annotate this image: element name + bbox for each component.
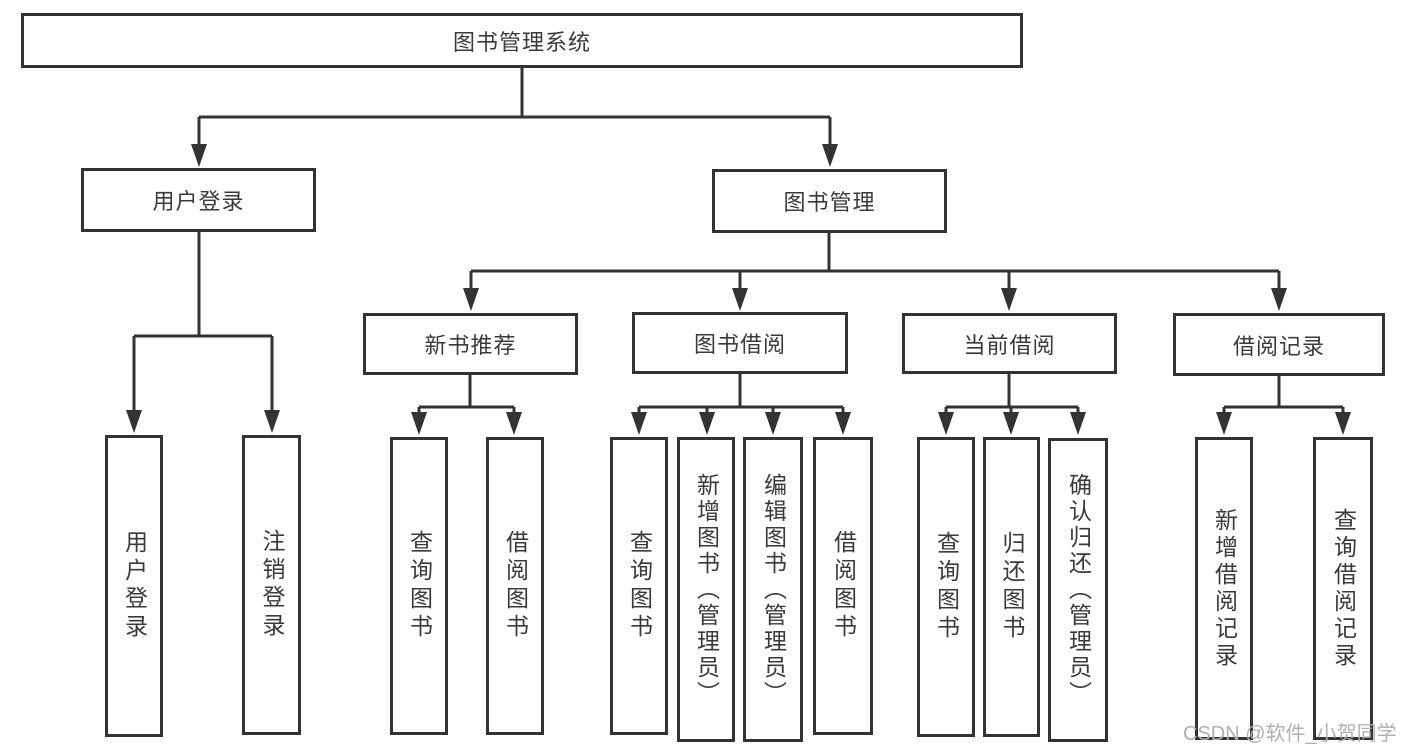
leaf-logout: 注销登录 (242, 435, 301, 735)
leaf-query-book-current: 查询图书 (917, 437, 975, 737)
leaf-edit-book-admin: 编辑图书（管理员） (743, 437, 803, 742)
leaf-borrow-book-recommend: 借阅图书 (486, 437, 544, 735)
node-new-book-recommend: 新书推荐 (363, 313, 578, 375)
leaf-add-borrow-record: 新增借阅记录 (1195, 437, 1253, 740)
leaf-borrow-book: 借阅图书 (813, 437, 873, 735)
leaf-return-book: 归还图书 (983, 437, 1040, 737)
node-borrow-record: 借阅记录 (1173, 313, 1385, 376)
csdn-watermark: CSDN @软件_小贺同学 (1183, 723, 1397, 745)
leaf-user-login: 用户登录 (105, 435, 163, 737)
leaf-add-book-admin: 新增图书（管理员） (677, 437, 735, 742)
leaf-query-book-recommend: 查询图书 (390, 437, 448, 735)
leaf-query-book-borrow: 查询图书 (610, 437, 668, 735)
leaf-query-borrow-record: 查询借阅记录 (1313, 437, 1373, 740)
node-book-management: 图书管理 (712, 169, 947, 233)
node-root-system: 图书管理系统 (21, 13, 1023, 68)
connector-path (132, 68, 1345, 414)
leaf-confirm-return-admin: 确认归还（管理员） (1048, 438, 1108, 742)
connector-arrowheads (126, 144, 1351, 435)
node-book-borrow: 图书借阅 (632, 312, 848, 374)
node-current-borrow: 当前借阅 (902, 313, 1117, 374)
node-user-login: 用户登录 (81, 168, 316, 232)
